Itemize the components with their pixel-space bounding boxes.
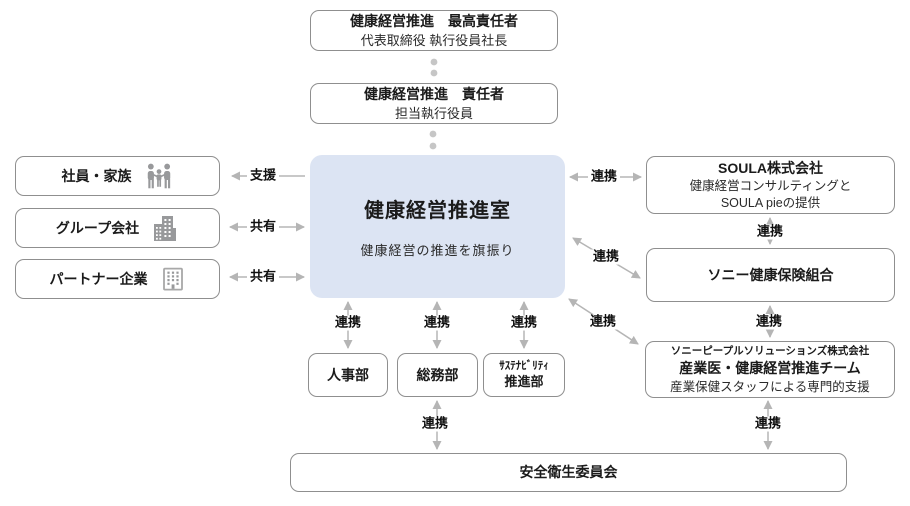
label-renkei-occupational-safety: 連携 xyxy=(751,416,785,432)
hierarchy-dotted-links xyxy=(429,58,438,150)
family-icon xyxy=(147,163,170,189)
group-companies-label: グループ会社 xyxy=(55,219,140,236)
label-renkei-hr: 連携 xyxy=(331,315,365,331)
box-general-affairs-department: 総務部 xyxy=(397,353,478,397)
label-share-partner: 共有 xyxy=(246,269,280,285)
label-share-group: 共有 xyxy=(246,219,280,235)
sustainability-department-line2: 推進部 xyxy=(504,373,544,389)
occupational-health-team-title: 産業医・健康経営推進チーム xyxy=(679,360,861,377)
label-renkei-general-affairs: 連携 xyxy=(420,315,454,331)
sustainability-department-line1: ｻｽﾃﾅﾋﾞﾘﾃｨ xyxy=(499,360,549,373)
chief-health-officer-subtitle: 代表取締役 執行役員社長 xyxy=(360,32,508,48)
box-sustainability-department: ｻｽﾃﾅﾋﾞﾘﾃｨ 推進部 xyxy=(483,353,565,397)
box-employees-families: 社員・家族 xyxy=(15,156,220,196)
partner-building-icon xyxy=(162,267,183,291)
general-affairs-department-label: 総務部 xyxy=(416,366,459,383)
sony-health-insurance-title: ソニー健康保険組合 xyxy=(707,266,834,283)
box-health-promotion-office: 健康経営推進室 健康経営の推進を旗振り xyxy=(310,155,565,298)
box-health-officer: 健康経営推進 責任者 担当執行役員 xyxy=(310,83,558,124)
occupational-health-team-company: ソニーピープルソリューションズ株式会社 xyxy=(670,344,870,357)
health-promotion-office-subtitle: 健康経営の推進を旗振り xyxy=(360,243,515,258)
box-partner-companies: パートナー企業 xyxy=(15,259,220,299)
chief-health-officer-title: 健康経営推進 最高責任者 xyxy=(350,13,518,30)
health-officer-subtitle: 担当執行役員 xyxy=(394,105,473,121)
safety-health-committee-label: 安全衛生委員会 xyxy=(519,464,618,481)
label-renkei-insurance: 連携 xyxy=(589,249,623,265)
box-safety-health-committee: 安全衛生委員会 xyxy=(290,453,847,492)
health-officer-title: 健康経営推進 責任者 xyxy=(364,86,504,103)
label-renkei-insurance-occupational: 連携 xyxy=(752,314,786,330)
box-soula: SOULA株式会社 健康経営コンサルティングと SOULA pieの提供 xyxy=(646,156,895,214)
label-renkei-general-safety: 連携 xyxy=(418,416,452,432)
box-group-companies: グループ会社 xyxy=(15,208,220,248)
label-renkei-sustainability: 連携 xyxy=(507,315,541,331)
soula-line2: SOULA pieの提供 xyxy=(720,196,821,211)
hr-department-label: 人事部 xyxy=(327,366,369,383)
partner-companies-label: パートナー企業 xyxy=(49,270,148,287)
occupational-health-team-subtitle: 産業保健スタッフによる専門的支援 xyxy=(670,379,870,394)
health-promotion-office-title: 健康経営推進室 xyxy=(364,200,511,222)
label-support: 支援 xyxy=(246,168,280,184)
box-sony-health-insurance: ソニー健康保険組合 xyxy=(646,248,895,302)
label-renkei-occupational: 連携 xyxy=(586,314,620,330)
box-chief-health-officer: 健康経営推進 最高責任者 代表取締役 執行役員社長 xyxy=(310,10,558,51)
group-company-building-icon xyxy=(154,216,177,241)
soula-title: SOULA株式会社 xyxy=(718,159,823,176)
box-hr-department: 人事部 xyxy=(308,353,388,397)
employees-families-label: 社員・家族 xyxy=(61,167,132,184)
box-occupational-health-team: ソニーピープルソリューションズ株式会社 産業医・健康経営推進チーム 産業保健スタ… xyxy=(645,341,895,398)
label-renkei-soula: 連携 xyxy=(587,169,621,185)
soula-line1: 健康経営コンサルティングと xyxy=(689,179,852,194)
label-renkei-soula-insurance: 連携 xyxy=(753,224,787,240)
